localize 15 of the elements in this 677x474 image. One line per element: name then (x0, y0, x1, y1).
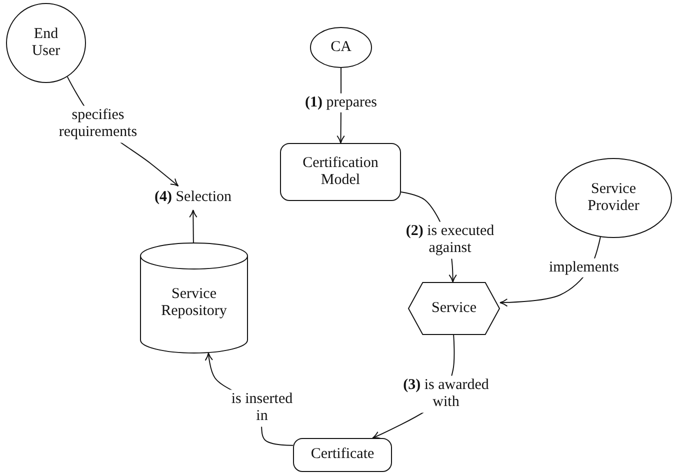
node-label: End User (30, 26, 62, 60)
node-label: Service Provider (586, 180, 640, 216)
node-label: CA (330, 38, 352, 56)
node-label: Service Repository (160, 286, 228, 320)
node-label: Service (432, 300, 476, 318)
actor-ellipse (310, 27, 372, 68)
node-label: Certification Model (302, 154, 380, 190)
process-box (280, 143, 401, 201)
certificate-box (293, 438, 392, 472)
service-hexagon (408, 282, 500, 335)
actor-circle (6, 3, 86, 83)
repository-cylinder (140, 243, 248, 353)
node-label: Certificate (310, 446, 374, 464)
step-label: (4) Selection (154, 189, 232, 207)
actor-ellipse (555, 158, 672, 238)
